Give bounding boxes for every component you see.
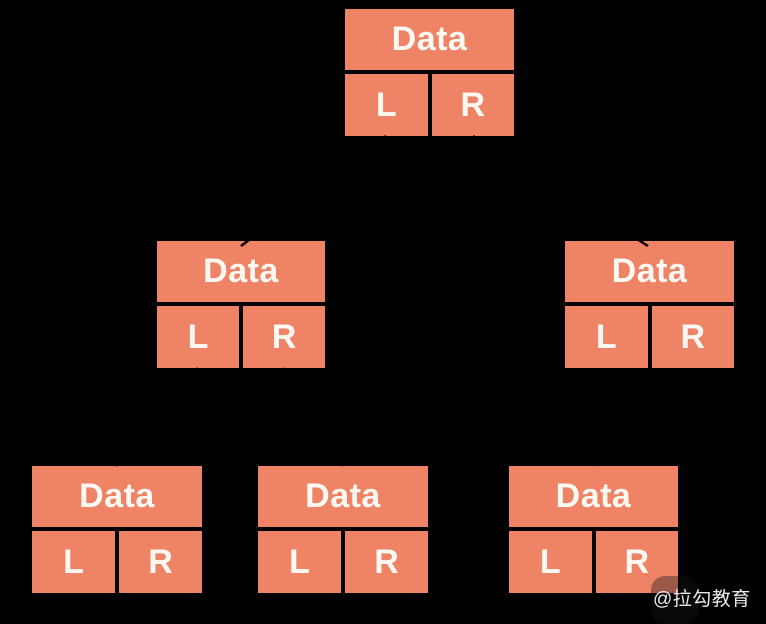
edge-midright-left (591, 367, 608, 467)
edge-midleft-right (281, 367, 345, 467)
node-left-pointer-cell: L (157, 306, 239, 368)
tree-node-mid-left: Data L R (157, 241, 325, 368)
edge-root-right (472, 134, 649, 248)
node-left-pointer-cell: L (509, 531, 592, 593)
watermark-logo (651, 576, 699, 624)
tree-node-bottom-mid: Data L R (258, 466, 428, 593)
node-right-pointer-cell: R (431, 74, 514, 136)
watermark-text: @拉勾教育 (653, 589, 751, 610)
node-right-pointer-cell: R (119, 531, 202, 593)
node-left-pointer-cell: L (258, 531, 341, 593)
node-pointer-row: L R (509, 531, 678, 593)
node-pointer-row: L R (32, 531, 202, 593)
node-pointer-row: L R (157, 306, 325, 368)
node-right-pointer-cell: R (243, 306, 325, 368)
edge-root-left (240, 135, 387, 247)
edge-midleft-left (115, 367, 199, 467)
tree-node-mid-right: Data L R (565, 241, 734, 368)
node-right-pointer-cell: R (651, 306, 734, 368)
node-left-pointer-cell: L (345, 74, 428, 136)
tree-node-root: Data L R (345, 9, 514, 136)
node-right-pointer-cell: R (345, 531, 428, 593)
node-pointer-row: L R (258, 531, 428, 593)
node-right-pointer-cell: R (595, 531, 678, 593)
node-pointer-row: L R (345, 74, 514, 136)
node-data-cell: Data (157, 241, 325, 302)
node-data-cell: Data (345, 9, 514, 70)
node-pointer-row: L R (565, 306, 734, 368)
tree-node-bottom-right: Data L R (509, 466, 678, 593)
node-data-cell: Data (509, 466, 678, 527)
node-data-cell: Data (32, 466, 202, 527)
node-data-cell: Data (258, 466, 428, 527)
node-left-pointer-cell: L (32, 531, 115, 593)
node-left-pointer-cell: L (565, 306, 648, 368)
tree-node-bottom-left: Data L R (32, 466, 202, 593)
node-data-cell: Data (565, 241, 734, 302)
